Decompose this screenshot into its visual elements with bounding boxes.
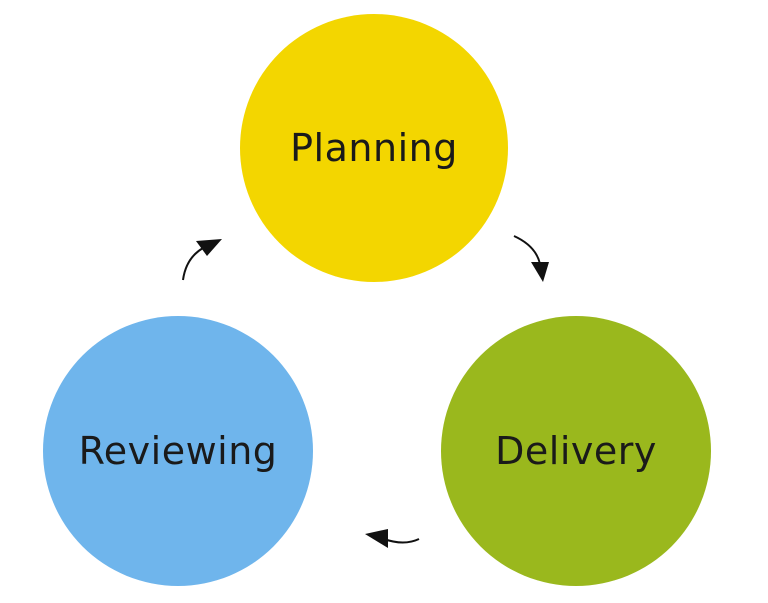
- arrow-planning-to-delivery: [513, 235, 549, 282]
- arrow-reviewing-to-planning: [182, 239, 222, 281]
- planning-label: Planning: [290, 126, 458, 170]
- delivery-label: Delivery: [495, 429, 657, 473]
- delivery-circle: Delivery: [441, 316, 711, 586]
- reviewing-circle: Reviewing: [43, 316, 313, 586]
- arrow-delivery-to-reviewing: [365, 529, 420, 548]
- planning-circle: Planning: [240, 14, 508, 282]
- reviewing-label: Reviewing: [78, 429, 278, 473]
